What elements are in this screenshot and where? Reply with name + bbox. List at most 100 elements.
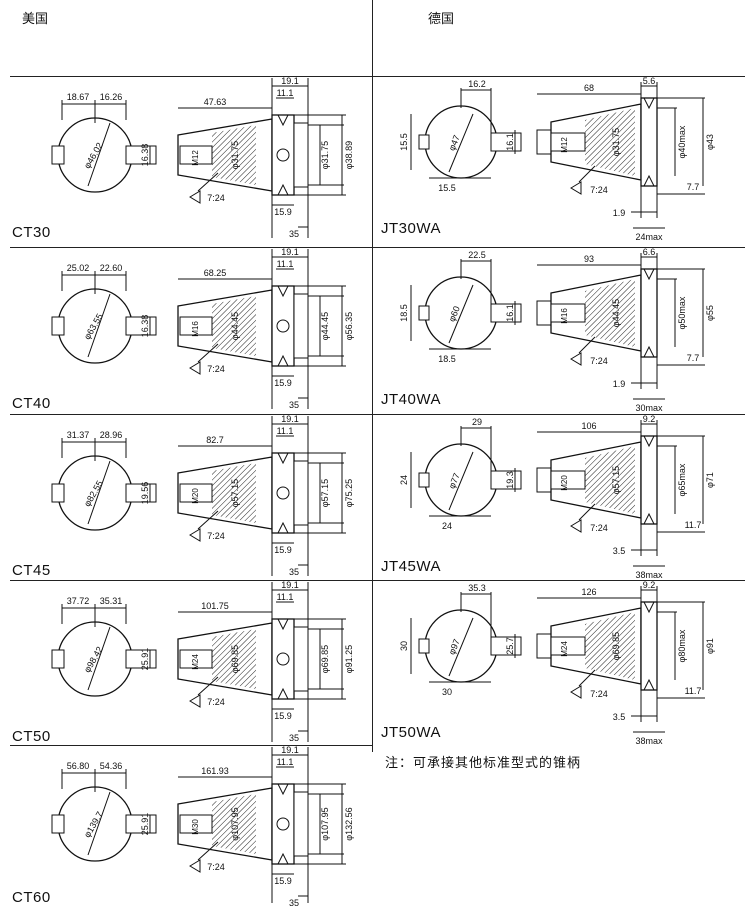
ct-dia-3: φ132.56 <box>344 807 354 840</box>
jt-flat-dim-bottom: 15.5 <box>438 183 456 193</box>
thread-bore <box>179 814 213 834</box>
row-divider <box>10 247 745 248</box>
row-divider <box>10 580 745 581</box>
jt-flat-dim-bottom: 24 <box>442 521 452 531</box>
drive-slot-left <box>51 649 65 669</box>
ct-diameter-label: φ82.55 <box>82 479 105 509</box>
ct-angle-label: 7:24 <box>207 697 225 707</box>
jt-top-dim: 29 <box>472 417 482 427</box>
ct-model-label: CT60 <box>12 889 51 906</box>
leader-line <box>578 165 596 183</box>
ct-slot-dim-left: 31.37 <box>67 430 90 440</box>
jt-flat-dim-left: 18.5 <box>399 304 409 322</box>
jt-model-label: JT40WA <box>381 391 441 408</box>
ct-total-dim: 35 <box>289 567 299 577</box>
drive-slot-left <box>51 814 65 834</box>
jt-top-dim: 35.3 <box>468 583 486 593</box>
diameter-line <box>87 626 111 691</box>
jt-angle-label: 7:24 <box>590 523 608 533</box>
flange-back <box>293 626 309 692</box>
leader-line <box>197 510 219 530</box>
ct-length-dim: 47.63 <box>204 97 227 107</box>
thread-bore <box>550 132 586 152</box>
drive-slot-right <box>490 132 522 152</box>
v-groove-bottom <box>643 174 655 187</box>
ct-diameter-label: φ63.55 <box>82 312 105 342</box>
ct-angle-label: 7:24 <box>207 862 225 872</box>
ct-dia-3: φ75.25 <box>344 479 354 507</box>
drive-slot-right <box>490 303 522 323</box>
jt-key-dim: 16.1 <box>505 133 515 151</box>
jt-total-dim: 38max <box>635 570 663 580</box>
jt-thread-label: M24 <box>560 641 569 657</box>
ct-thread-label: M30 <box>191 819 200 835</box>
jt-length-dim: 93 <box>584 254 594 264</box>
jt-diameter-label: φ47 <box>447 134 462 152</box>
diameter-line <box>448 617 474 677</box>
jt-dia-3: φ55 <box>705 305 715 321</box>
ct-dia-2: φ69.85 <box>320 645 330 673</box>
ct-length-dim: 82.7 <box>206 435 224 445</box>
diameter-line <box>87 122 111 187</box>
jt-angle-label: 7:24 <box>590 356 608 366</box>
column-divider <box>372 0 373 752</box>
jt-top-dim: 22.5 <box>468 250 486 260</box>
taper-angle-mark <box>189 694 201 708</box>
row-divider <box>10 76 745 77</box>
jt-dia-1: φ57.15 <box>611 466 621 494</box>
ct-key-dim: 16.38 <box>140 144 150 167</box>
ct-key-dim: 19.56 <box>140 482 150 505</box>
drive-slot-left <box>51 483 65 503</box>
ct-dia-1: φ57.15 <box>230 479 240 507</box>
ct-dia-3: φ38.89 <box>344 141 354 169</box>
taper-section-hatch <box>585 612 635 680</box>
jt-diameter-label: φ97 <box>447 638 462 656</box>
drive-slot-right <box>125 145 157 165</box>
ct-key-dim: 25.91 <box>140 813 150 836</box>
pull-stud <box>536 633 552 659</box>
ct-dia-1: φ44.45 <box>230 312 240 340</box>
drive-slot-left <box>418 134 430 150</box>
leader-line <box>578 336 596 354</box>
jt-flat-dim-left: 24 <box>399 475 409 485</box>
drive-slot-left <box>418 472 430 488</box>
ct-total-dim: 35 <box>289 898 299 908</box>
flange <box>640 601 658 691</box>
ct-dia-3: φ91.25 <box>344 645 354 673</box>
ct-angle-label: 7:24 <box>207 364 225 374</box>
leader-line <box>578 503 596 521</box>
jt-thread-label: M16 <box>560 308 569 324</box>
flange-back <box>293 460 309 526</box>
jt-top-dim: 16.2 <box>468 79 486 89</box>
ct-dia-1: φ31.75 <box>230 141 240 169</box>
header-usa: 美国 <box>22 12 49 27</box>
taper-section-hatch <box>212 296 256 356</box>
jt-length-dim: 106 <box>581 421 596 431</box>
taper-section-hatch <box>585 108 635 176</box>
flange-back <box>293 122 309 188</box>
jt-dia-2: φ50max <box>677 296 687 329</box>
ct-key-dim: 16.38 <box>140 315 150 338</box>
jt-flat-dim-left: 15.5 <box>399 133 409 151</box>
jt-width-dim: 6.6 <box>643 247 656 257</box>
diameter-line <box>87 460 111 525</box>
ct-dia-1: φ69.85 <box>230 645 240 673</box>
drive-slot-right <box>125 649 157 669</box>
drive-slot-right <box>125 814 157 834</box>
orientation-hole <box>276 319 290 333</box>
jt-dia-2: φ65max <box>677 463 687 496</box>
ct-flange-dim-1: 19.1 <box>281 580 299 590</box>
ct-dia-1: φ107.95 <box>230 807 240 840</box>
thread-bore <box>550 636 586 656</box>
jt-thread-label: M12 <box>560 137 569 153</box>
